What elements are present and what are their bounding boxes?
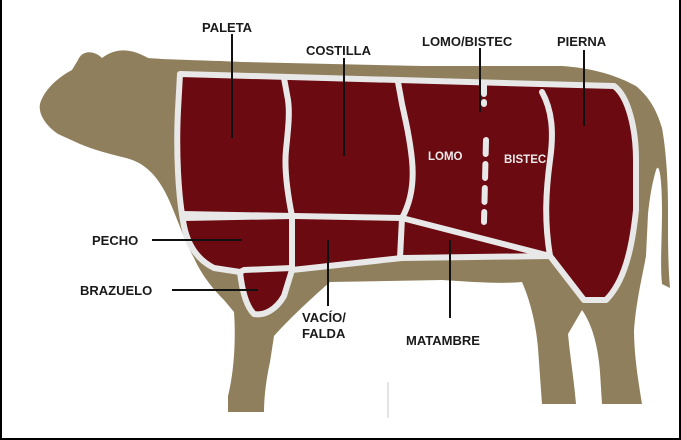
label-falda: FALDA [302,326,346,341]
label-paleta: PALETA [202,20,253,35]
label-vacio: VACÍO/ [302,310,346,325]
label-lomo: LOMO [428,151,463,163]
label-pecho: PECHO [92,233,138,248]
label-lomo-bistec: LOMO/BISTEC [422,34,513,49]
label-pierna: PIERNA [557,34,607,49]
label-costilla: COSTILLA [306,43,372,58]
label-bistec: BISTEC [504,154,546,166]
label-brazuelo: BRAZUELO [80,283,152,298]
label-matambre: MATAMBRE [406,333,480,348]
